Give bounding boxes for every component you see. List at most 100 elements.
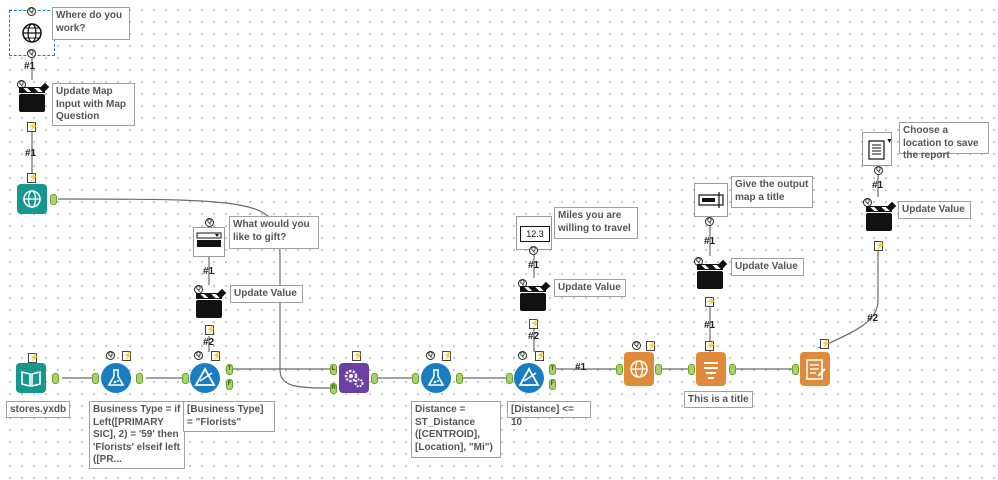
formula-tool[interactable]	[421, 363, 451, 393]
tool-annotation: Update Value	[230, 285, 303, 303]
input-anchor[interactable]	[92, 373, 99, 384]
connection-label: #2	[203, 337, 215, 348]
question-anchor-icon[interactable]: Q	[426, 351, 435, 360]
output-anchor[interactable]	[655, 364, 662, 375]
gears-icon	[344, 369, 364, 388]
textbox-question-tool[interactable]	[694, 183, 728, 217]
output-anchor[interactable]	[52, 373, 59, 384]
connection-label: #1	[704, 236, 716, 247]
input-anchor[interactable]	[412, 373, 419, 384]
output-anchor[interactable]	[371, 373, 378, 384]
formula-tool[interactable]	[101, 363, 131, 393]
tool-annotation: This is a title	[684, 391, 753, 408]
filter-icon	[194, 367, 216, 386]
action-tool[interactable]	[19, 82, 50, 113]
input-anchor[interactable]	[688, 364, 695, 375]
question-anchor-icon[interactable]: Q	[529, 246, 538, 255]
connection-label: #2	[528, 331, 540, 342]
report-text-tool[interactable]	[696, 352, 726, 386]
true-anchor[interactable]: T	[226, 364, 233, 375]
output-anchor[interactable]	[456, 373, 463, 384]
lightning-anchor-icon[interactable]: ⚡	[646, 341, 657, 351]
input-anchor[interactable]	[182, 373, 189, 384]
lightning-anchor-icon[interactable]: ⚡	[27, 173, 38, 183]
input-anchor[interactable]	[792, 364, 799, 375]
tool-annotation: stores.yxdb	[6, 401, 70, 418]
true-anchor[interactable]: T	[549, 364, 556, 375]
action-tool[interactable]	[196, 288, 227, 319]
numeric-question-tool[interactable]: 12.3	[516, 216, 552, 250]
input-data-tool[interactable]	[16, 363, 46, 393]
dropdown-question-tool[interactable]	[193, 227, 225, 257]
question-anchor-icon[interactable]: Q	[27, 49, 36, 58]
spatial-process-tool[interactable]	[339, 363, 369, 393]
lightning-anchor-icon[interactable]: ⚡	[205, 325, 216, 335]
question-anchor-icon[interactable]: Q	[106, 351, 115, 360]
output-anchor[interactable]	[50, 194, 57, 205]
map-input-tool[interactable]	[17, 184, 47, 214]
lightning-anchor-icon[interactable]: ⚡	[352, 351, 363, 361]
lightning-anchor-icon[interactable]: ⚡	[529, 319, 540, 329]
globe-icon	[630, 360, 648, 378]
tool-annotation: Choose a location to save the report	[899, 122, 989, 161]
input-anchor[interactable]	[616, 364, 623, 375]
globe-icon	[23, 190, 41, 208]
tool-annotation: Update Value	[731, 258, 804, 276]
false-anchor[interactable]: F	[226, 379, 233, 390]
question-anchor-icon[interactable]: Q	[27, 7, 36, 16]
output-anchor[interactable]	[136, 373, 143, 384]
right-input-anchor[interactable]: R	[330, 383, 337, 394]
lightning-anchor-icon[interactable]: ⚡	[820, 339, 831, 349]
file-browse-icon	[868, 140, 885, 160]
lightning-anchor-icon[interactable]: ⚡	[705, 341, 716, 351]
lightning-anchor-icon[interactable]: ⚡	[28, 353, 39, 363]
connection-label: #1	[704, 320, 716, 331]
connection-label: #1	[575, 362, 587, 373]
flask-icon	[427, 369, 445, 386]
lightning-anchor-icon[interactable]: ⚡	[122, 351, 133, 361]
book-icon	[21, 370, 41, 388]
lightning-anchor-icon[interactable]: ⚡	[705, 297, 716, 307]
tool-annotation: Update Map Input with Map Question	[52, 83, 135, 126]
connection-label: #1	[528, 260, 540, 271]
connection-label: #1	[872, 180, 884, 191]
globe-icon	[22, 23, 42, 43]
lightning-anchor-icon[interactable]: ⚡	[211, 351, 222, 361]
flask-icon	[107, 369, 125, 386]
tool-annotation: [Distance] <= 10	[507, 401, 591, 428]
lightning-anchor-icon[interactable]: ⚡	[27, 122, 38, 132]
file-browse-tool[interactable]	[862, 132, 892, 166]
filter-tool[interactable]	[514, 363, 544, 393]
question-anchor-icon[interactable]: Q	[518, 351, 527, 360]
report-map-tool[interactable]	[624, 352, 654, 386]
textbox-icon	[698, 192, 724, 208]
tool-annotation: Where do you work?	[52, 7, 130, 40]
question-anchor-icon[interactable]: Q	[874, 166, 883, 175]
question-anchor-icon[interactable]: Q	[632, 341, 641, 350]
numeric-value: 12.3	[526, 229, 544, 239]
filter-icon	[518, 367, 540, 386]
action-tool[interactable]	[520, 281, 551, 312]
connection-label: #1	[24, 61, 36, 72]
lightning-anchor-icon[interactable]: ⚡	[535, 351, 546, 361]
tool-annotation: Miles you are willing to travel	[554, 207, 638, 239]
lightning-anchor-icon[interactable]: ⚡	[874, 241, 885, 251]
render-tool[interactable]	[800, 352, 830, 386]
tool-annotation: What would you like to gift?	[229, 216, 319, 249]
question-anchor-icon[interactable]: Q	[205, 218, 214, 227]
report-text-icon	[704, 362, 718, 379]
tool-annotation: Business Type = if Left([PRIMARY SIC], 2…	[89, 401, 185, 469]
lightning-anchor-icon[interactable]: ⚡	[442, 351, 453, 361]
question-anchor-icon[interactable]: Q	[705, 217, 714, 226]
left-input-anchor[interactable]: L	[330, 364, 337, 375]
action-tool[interactable]	[697, 259, 728, 290]
false-anchor[interactable]: F	[549, 379, 556, 390]
render-icon	[806, 359, 826, 380]
output-anchor[interactable]	[729, 364, 736, 375]
filter-tool[interactable]	[190, 363, 220, 393]
action-tool[interactable]	[866, 201, 897, 232]
tool-annotation: Distance = ST_Distance ([CENTROID], [Loc…	[411, 401, 501, 458]
input-anchor[interactable]	[506, 373, 513, 384]
question-anchor-icon[interactable]: Q	[194, 351, 203, 360]
